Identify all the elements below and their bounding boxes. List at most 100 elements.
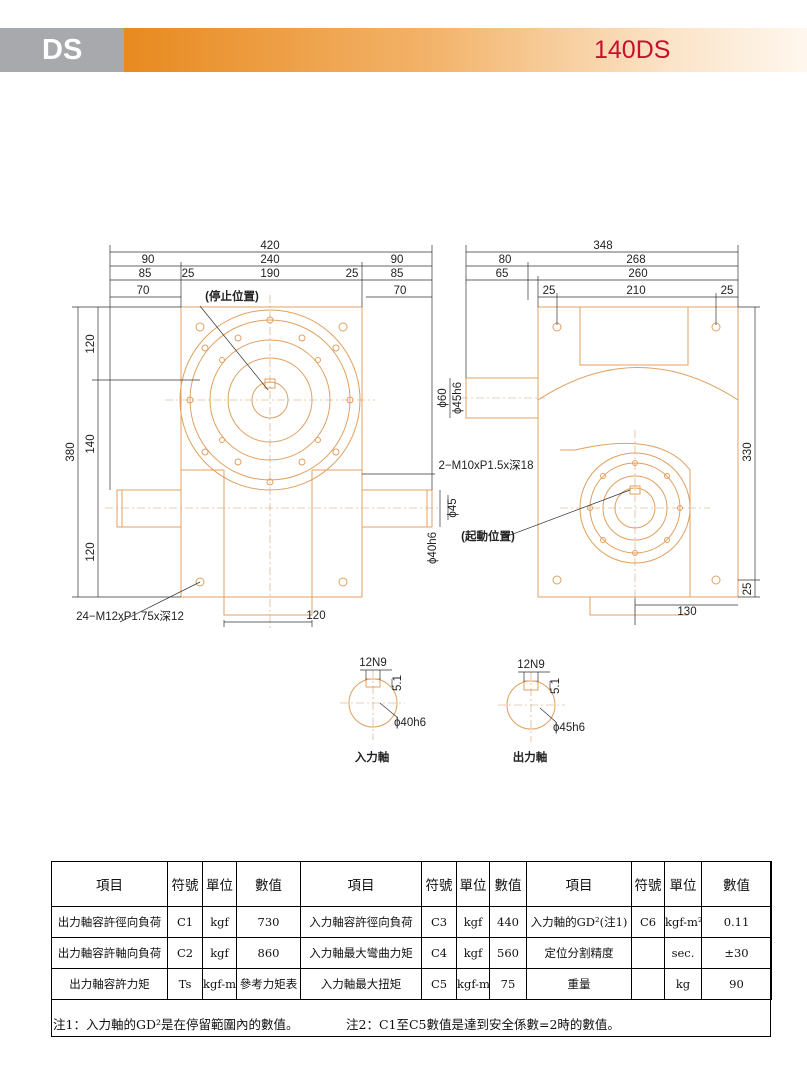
input-shaft-label: 入力軸 <box>355 750 390 764</box>
table-cell: kgf-m <box>202 968 237 1000</box>
table-cell: 出力軸容許軸向負荷 <box>51 937 168 969</box>
table-cell: 860 <box>236 937 301 969</box>
spec-table-box: 項目 符號 單位 數值 項目 符號 單位 數值 項目 符號 單位 數值 出力軸容… <box>51 861 772 1037</box>
table-cell: C4 <box>421 937 457 969</box>
thread-note: 2−M10xP1.5x深18 <box>439 458 534 472</box>
stop-position-label: (停止位置) <box>205 289 259 303</box>
input-shaft-dia: ϕ40h6 <box>394 717 426 729</box>
footnote-1: 注1：入力軸的GD²是在停留範圍內的數值。 <box>53 1017 299 1032</box>
model-banner: 140DS <box>124 28 807 72</box>
table-cell: 入力軸最大扭矩 <box>300 968 422 1000</box>
table-cell: kgf <box>456 937 490 969</box>
table-cell: C2 <box>167 937 203 969</box>
input-key-depth: 5.1 <box>392 675 404 691</box>
output-key-width: 12N9 <box>517 659 545 671</box>
table-cell: 75 <box>489 968 527 1000</box>
header-cell: 符號 <box>167 861 203 907</box>
table-cell: C1 <box>167 906 203 938</box>
table-cell: 入力軸容許徑向負荷 <box>300 906 422 938</box>
output-shaft-label: 出力軸 <box>513 750 548 764</box>
front-view-bolt-holes <box>186 316 354 587</box>
technical-drawing: 420 90 240 90 85 25 190 25 85 70 70 (停止位… <box>65 240 760 764</box>
dim-25-right: 25 <box>346 268 359 280</box>
dimension-lines <box>72 245 760 723</box>
dim-25-left: 25 <box>182 268 195 280</box>
dim-240: 240 <box>260 254 279 266</box>
output-key-depth: 5.1 <box>550 678 562 694</box>
table-cell: C3 <box>421 906 457 938</box>
shaft-sections <box>348 678 556 730</box>
phi60-label: ϕ60 <box>437 388 449 407</box>
table-cell: kgf-m² <box>664 906 702 938</box>
header-cell: 項目 <box>51 861 168 907</box>
table-cell: 出力軸容許徑向負荷 <box>51 906 168 938</box>
table-cell: Ts <box>167 968 203 1000</box>
table-cell: sec. <box>664 937 702 969</box>
table-cell: kgf-m <box>456 968 490 1000</box>
dim-140: 140 <box>85 434 97 453</box>
output-shaft-dia: ϕ45h6 <box>553 722 585 734</box>
header-cell: 單位 <box>664 861 702 907</box>
phi45h6-label: ϕ45h6 <box>452 382 464 414</box>
header-cell: 數值 <box>236 861 301 907</box>
dim-25-side-bottom: 25 <box>742 583 754 596</box>
front-view-outline <box>116 306 433 616</box>
dim-65: 65 <box>496 268 509 280</box>
dim-25-side-left: 25 <box>543 285 556 297</box>
centerlines <box>105 295 710 742</box>
table-cell: 定位分割精度 <box>526 937 632 969</box>
dim-420: 420 <box>260 240 279 252</box>
dim-190: 190 <box>260 268 279 280</box>
dim-80: 80 <box>499 254 512 266</box>
dim-348: 348 <box>593 240 612 252</box>
table-cell: kgf <box>456 906 490 938</box>
dim-268: 268 <box>626 254 645 266</box>
header-cell: 符號 <box>421 861 457 907</box>
table-cell: 560 <box>489 937 527 969</box>
dim-70-right: 70 <box>394 285 407 297</box>
dim-130: 130 <box>677 606 696 618</box>
spec-table: 項目 符號 單位 數值 項目 符號 單位 數值 項目 符號 單位 數值 出力軸容… <box>51 861 772 1000</box>
table-cell: 重量 <box>526 968 632 1000</box>
series-code: DS <box>42 34 83 66</box>
table-row: 出力軸容許徑向負荷 C1 kgf 730 入力軸容許徑向負荷 C3 kgf 44… <box>51 906 772 938</box>
dim-25-side-right: 25 <box>721 285 734 297</box>
table-cell: 入力軸的GD²(注1) <box>526 906 632 938</box>
table-cell: kg <box>664 968 702 1000</box>
input-key-width: 12N9 <box>359 657 387 669</box>
table-cell: 入力軸最大彎曲力矩 <box>300 937 422 969</box>
table-cell: kgf <box>202 906 237 938</box>
dim-260: 260 <box>628 268 647 280</box>
header-cell: 數值 <box>701 861 772 907</box>
table-cell <box>631 968 665 1000</box>
dim-120-lower: 120 <box>85 542 97 561</box>
header-cell: 項目 <box>300 861 422 907</box>
phi40h6-label: ϕ40h6 <box>427 532 439 564</box>
header-cell: 數值 <box>489 861 527 907</box>
phi45-label: ϕ45 <box>447 498 459 517</box>
table-cell: 參考力矩表 <box>236 968 301 1000</box>
dim-120-bottom: 120 <box>306 610 325 622</box>
table-cell: ±30 <box>701 937 772 969</box>
dim-90-right: 90 <box>391 254 404 266</box>
side-view-bolt-holes <box>552 322 721 585</box>
dim-330: 330 <box>742 442 754 461</box>
start-position-label: (起動位置) <box>461 529 515 543</box>
model-code: 140DS <box>594 36 671 64</box>
series-banner: DS <box>0 28 124 72</box>
table-cell: 0.11 <box>701 906 772 938</box>
dim-85-left: 85 <box>139 268 152 280</box>
table-cell: 440 <box>489 906 527 938</box>
header-cell: 項目 <box>526 861 632 907</box>
table-cell: 90 <box>701 968 772 1000</box>
dim-70-left: 70 <box>137 285 150 297</box>
bolt-note: 24−M12xP1.75x深12 <box>76 609 184 623</box>
table-cell: 出力軸容許力矩 <box>51 968 168 1000</box>
dim-90-left: 90 <box>142 254 155 266</box>
table-row: 出力軸容許軸向負荷 C2 kgf 860 入力軸最大彎曲力矩 C4 kgf 56… <box>51 937 772 969</box>
footnote-2: 注2：C1至C5數值是達到安全係數=2時的數值。 <box>346 1017 620 1032</box>
table-cell: kgf <box>202 937 237 969</box>
dim-85-right: 85 <box>391 268 404 280</box>
table-cell <box>631 937 665 969</box>
table-row: 出力軸容許力矩 Ts kgf-m 參考力矩表 入力軸最大扭矩 C5 kgf-m … <box>51 968 772 1000</box>
